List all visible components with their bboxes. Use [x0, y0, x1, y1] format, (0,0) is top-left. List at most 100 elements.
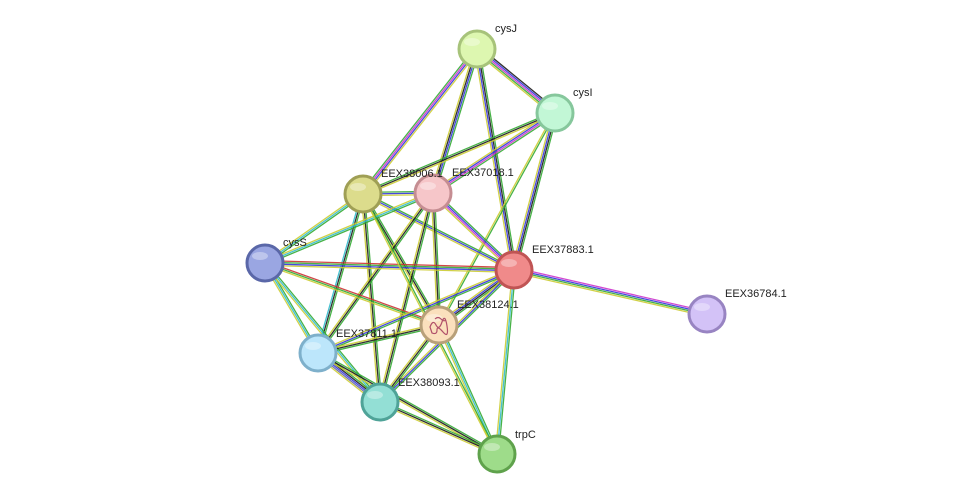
edge-line: [364, 49, 480, 197]
node-circle[interactable]: [343, 174, 383, 214]
node-label-cyss: cysS: [283, 237, 307, 249]
node-label-eex37018-1: EEX37018.1: [452, 167, 514, 179]
edge-line: [317, 270, 516, 356]
edge-eex37018-1-eex38093-1[interactable]: [377, 191, 436, 404]
edge-eex37018-1-cyss[interactable]: [263, 190, 435, 266]
node-circle[interactable]: [477, 434, 517, 474]
edge-cyss-eex37883-1[interactable]: [264, 259, 515, 274]
node-label-cysi: cysI: [573, 87, 593, 99]
edge-line: [360, 46, 476, 194]
node-eex38006-1[interactable]: [343, 174, 383, 214]
node-label-eex38006-1: EEX38006.1: [381, 168, 443, 180]
node-label-eex36784-1: EEX36784.1: [725, 288, 787, 300]
edge-line: [362, 193, 381, 403]
edge-line: [432, 113, 557, 195]
node-circle[interactable]: [687, 294, 727, 334]
node-label-eex38093-1: EEX38093.1: [398, 377, 460, 389]
edges-layer: [262, 45, 709, 457]
edge-line: [475, 48, 514, 271]
node-eex37018-1[interactable]: [413, 173, 453, 213]
edge-line: [264, 193, 364, 264]
edge-cysi-eex37883-1[interactable]: [511, 111, 558, 272]
edge-line: [377, 191, 433, 403]
edge-eex37883-1-trpc[interactable]: [494, 269, 517, 455]
node-eex38124-1[interactable]: [419, 305, 459, 345]
edge-line: [477, 48, 516, 271]
edge-line: [318, 193, 435, 355]
edge-line: [264, 192, 434, 264]
edge-line: [264, 263, 515, 272]
edge-line: [430, 47, 476, 193]
edge-eex38093-1-trpc[interactable]: [378, 399, 499, 457]
edge-cysj-eex37018-1[interactable]: [430, 47, 480, 195]
edge-line: [437, 111, 555, 326]
edge-cysj-eex37883-1[interactable]: [473, 47, 518, 272]
node-circle[interactable]: [245, 243, 285, 283]
edge-eex37883-1-eex37811-1[interactable]: [316, 267, 516, 356]
edge-line: [439, 112, 557, 327]
node-eex36784-1[interactable]: [687, 294, 727, 334]
node-trpc[interactable]: [477, 434, 517, 474]
edge-line: [431, 111, 556, 193]
edge-line: [379, 399, 499, 454]
node-eex37811-1[interactable]: [298, 333, 338, 373]
edge-line: [496, 269, 515, 455]
node-label-eex38124-1: EEX38124.1: [457, 299, 519, 311]
edge-line: [431, 110, 555, 192]
edge-line: [316, 322, 440, 353]
edge-line: [361, 47, 478, 195]
edge-line: [362, 48, 479, 196]
edge-line: [497, 269, 517, 455]
edge-line: [318, 193, 366, 355]
edge-line: [317, 324, 440, 354]
node-cysi[interactable]: [535, 93, 575, 133]
edge-line: [263, 192, 363, 263]
edge-line: [362, 193, 515, 271]
edge-line: [511, 111, 554, 271]
edge-line: [316, 267, 515, 353]
node-eex38093-1[interactable]: [360, 382, 400, 422]
edge-line: [433, 114, 557, 196]
edge-line: [379, 401, 498, 455]
edge-line: [515, 112, 558, 272]
edge-line: [513, 270, 708, 316]
node-circle[interactable]: [535, 93, 575, 133]
node-circle[interactable]: [457, 29, 497, 69]
node-circle[interactable]: [494, 250, 534, 290]
edge-eex38006-1-eex37883-1[interactable]: [361, 191, 516, 273]
node-highlight: [464, 38, 480, 46]
edge-line: [264, 259, 515, 269]
edge-line: [512, 271, 708, 317]
edge-cysi-eex38124-1[interactable]: [437, 111, 557, 327]
node-cyss[interactable]: [245, 243, 285, 283]
edge-eex37018-1-eex37811-1[interactable]: [316, 191, 435, 355]
edge-cysj-eex38006-1[interactable]: [360, 46, 480, 197]
edge-line: [513, 268, 708, 314]
edge-line: [361, 110, 556, 194]
edge-line: [263, 190, 434, 263]
node-highlight: [420, 182, 436, 190]
node-eex37883-1[interactable]: [494, 250, 534, 290]
edge-line: [317, 352, 498, 455]
edge-line: [379, 192, 434, 403]
edge-line: [317, 192, 434, 354]
node-circle[interactable]: [419, 305, 459, 345]
node-circle[interactable]: [413, 173, 453, 213]
node-cysj[interactable]: [457, 29, 497, 69]
edge-cysi-eex38006-1[interactable]: [361, 110, 557, 197]
edge-cysi-eex37018-1[interactable]: [431, 110, 557, 196]
edge-line: [316, 191, 433, 353]
node-circle[interactable]: [360, 382, 400, 422]
edge-line: [362, 112, 556, 195]
node-circle[interactable]: [298, 333, 338, 373]
edge-line: [478, 47, 518, 271]
edge-eex38124-1-eex37811-1[interactable]: [316, 322, 441, 356]
node-highlight: [252, 252, 268, 260]
edge-line: [432, 192, 440, 326]
edge-eex37883-1-eex36784-1[interactable]: [512, 267, 709, 317]
edge-line: [514, 112, 557, 271]
edge-eex38006-1-cyss[interactable]: [263, 192, 365, 265]
edge-eex38006-1-eex37811-1[interactable]: [315, 192, 366, 355]
